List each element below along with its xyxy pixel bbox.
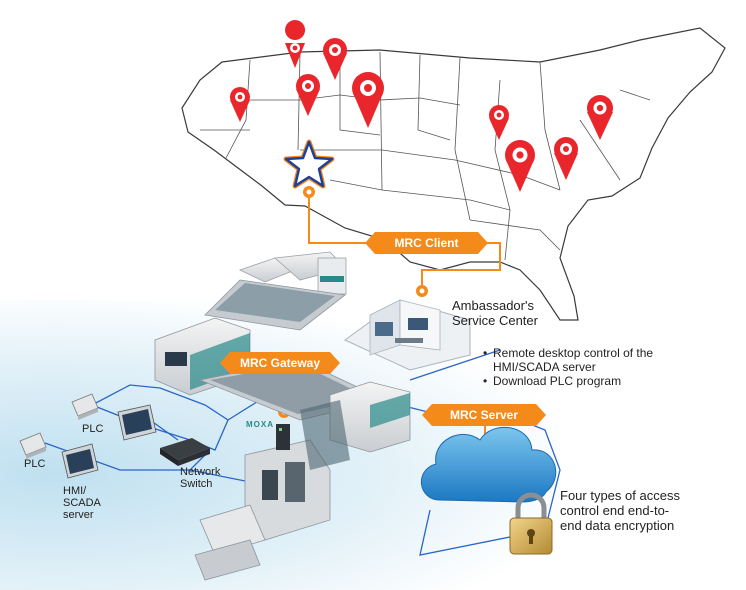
location-pin-icon bbox=[230, 87, 250, 122]
factory-line bbox=[154, 251, 411, 581]
location-pin-icon bbox=[587, 95, 613, 140]
location-pin-icon bbox=[285, 20, 306, 68]
hmi-panel-icon bbox=[117, 404, 157, 441]
location-pin-icon bbox=[505, 140, 535, 192]
state-borders bbox=[200, 51, 651, 261]
location-pin-icon bbox=[323, 38, 347, 80]
lock-icon bbox=[509, 492, 553, 555]
access-control-label: Four types of access control end end-to-… bbox=[560, 488, 680, 533]
plc-device-icon bbox=[71, 393, 99, 420]
location-pin-icon bbox=[489, 105, 509, 140]
network-switch-icon bbox=[160, 438, 210, 466]
location-pin-icon bbox=[352, 72, 384, 128]
star-icon bbox=[283, 139, 335, 189]
moxa-logo: MOXA bbox=[246, 420, 274, 429]
mrc-server-tag: MRC Server bbox=[422, 404, 546, 426]
plc-device-icon bbox=[19, 432, 47, 459]
gateway-device-icon bbox=[276, 424, 290, 450]
feature-item: Download PLC program bbox=[483, 374, 693, 388]
feature-item: Remote desktop control of the HMI/SCADA … bbox=[483, 346, 693, 374]
feature-list: Remote desktop control of the HMI/SCADA … bbox=[483, 346, 693, 388]
plc-label: PLC bbox=[82, 423, 104, 435]
location-pin-icon bbox=[554, 137, 578, 180]
cloud-icon bbox=[420, 426, 557, 503]
mrc-client-tag: MRC Client bbox=[365, 232, 488, 254]
location-pin-icon bbox=[296, 74, 320, 116]
hmi-panel-icon bbox=[61, 443, 99, 479]
network-switch-label: Network Switch bbox=[180, 466, 221, 490]
service-center-room bbox=[344, 299, 471, 371]
plc-label: PLC bbox=[24, 458, 46, 470]
ambassador-service-center-label: Ambassador's Service Center bbox=[452, 298, 538, 328]
hmi-scada-server-label: HMI/ SCADA server bbox=[63, 485, 101, 521]
mrc-gateway-tag: MRC Gateway bbox=[220, 352, 340, 374]
